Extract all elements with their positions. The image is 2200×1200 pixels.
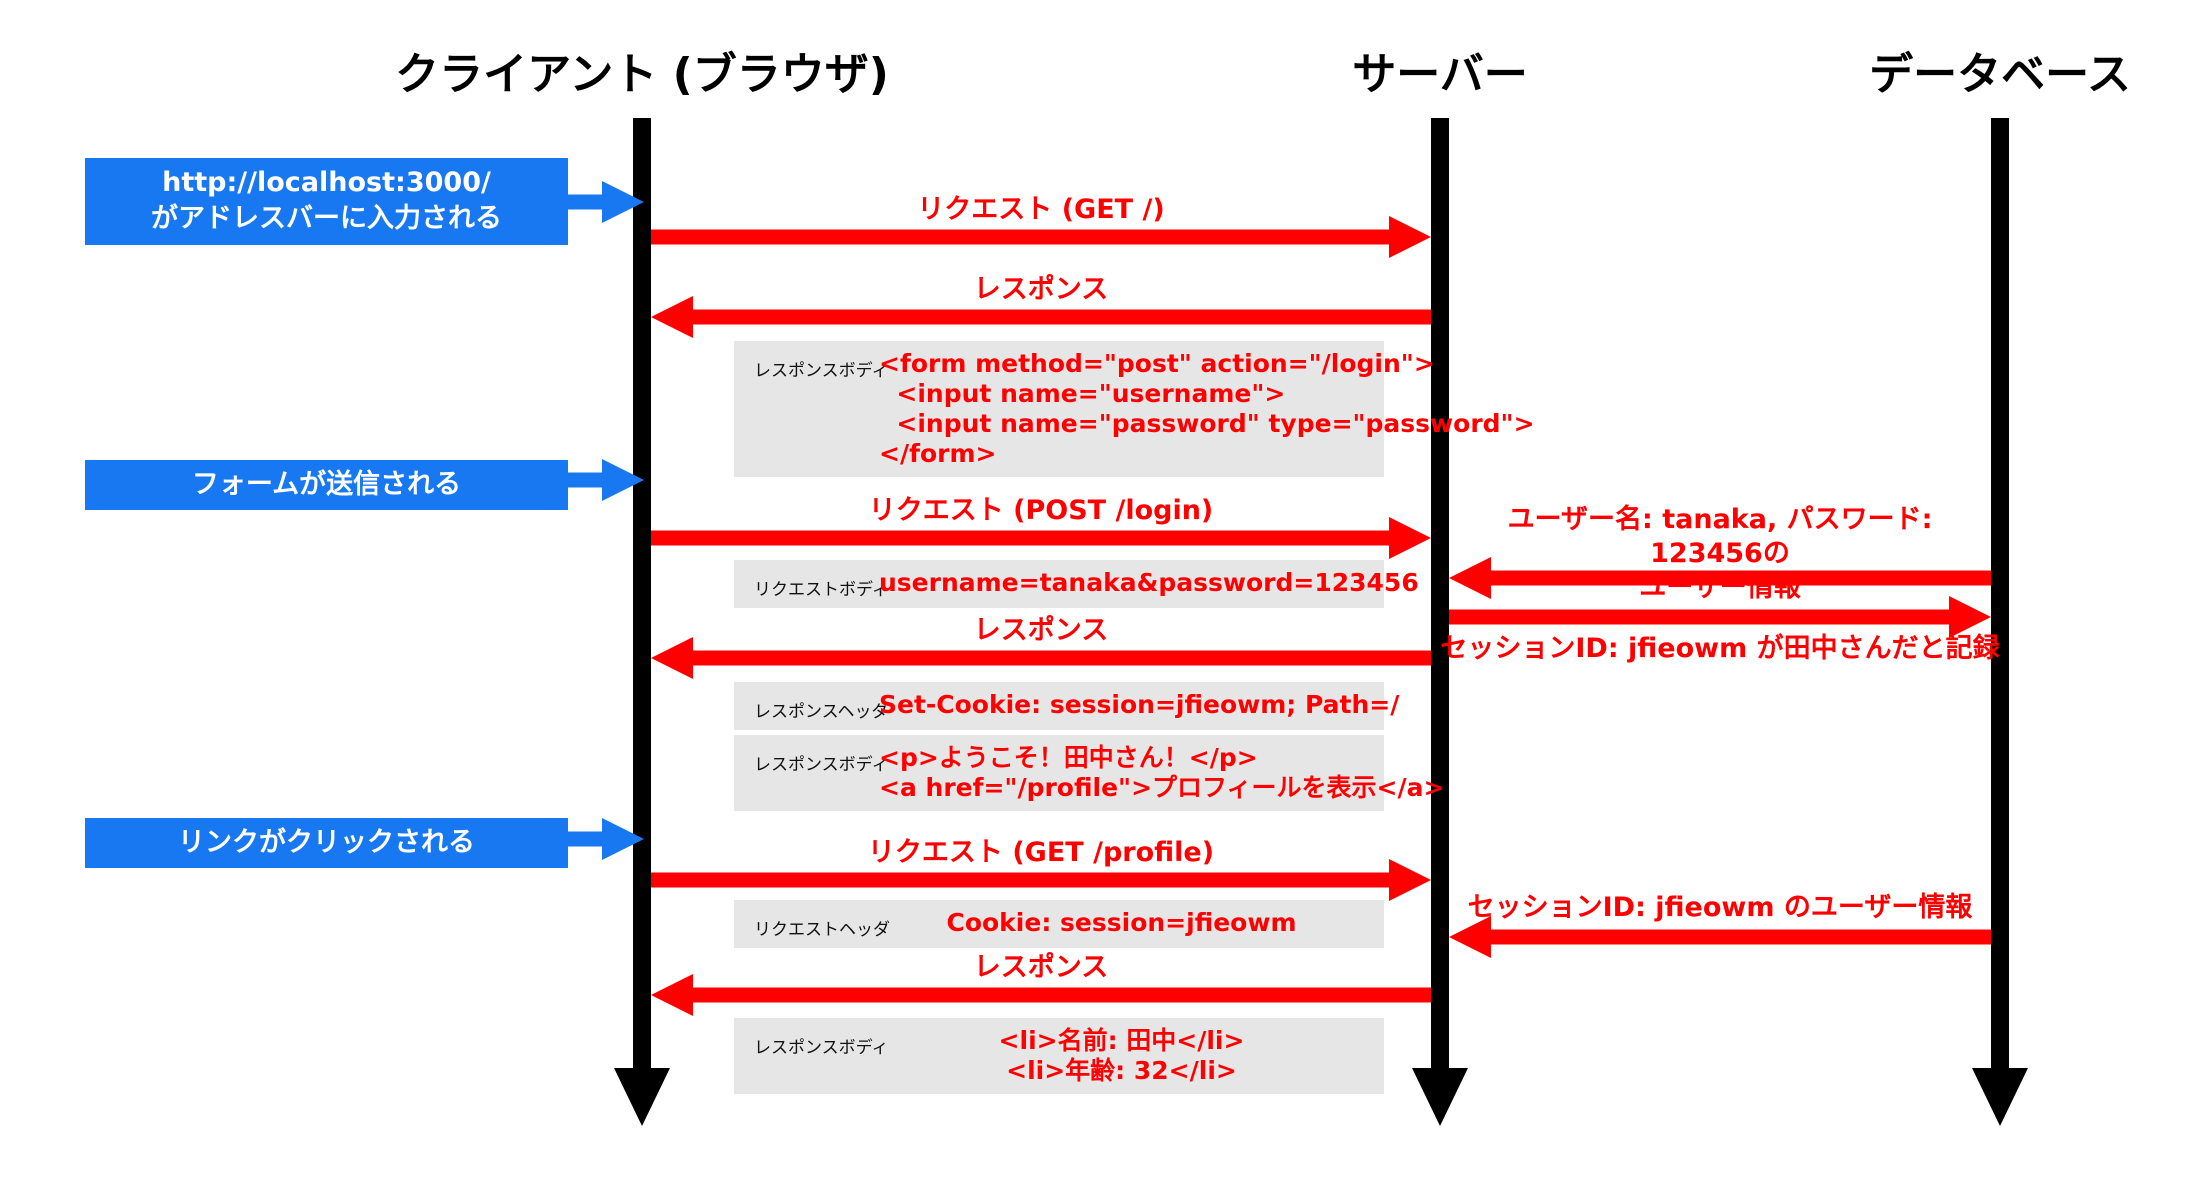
arrow-db-session-lookup-icon (1449, 916, 1991, 958)
event-arrow-icon (566, 459, 644, 501)
event-link-click: リンクがクリックされる (85, 818, 568, 869)
actor-label-server: サーバー (1352, 49, 1528, 100)
payload-login-form: レスポンスボディ <form method="post" action="/lo… (734, 341, 1535, 477)
message-label-response-login: レスポンス (973, 615, 1109, 646)
actor-label-client: クライアント (ブラウザ) (395, 49, 889, 100)
payload-code: <form method="post" action="/login"> <in… (879, 349, 1535, 468)
arrow-request-get-profile-icon (651, 859, 1431, 901)
arrow-response-login-icon (651, 637, 1431, 679)
payload-cookie-header: リクエストヘッダ Cookie: session=jfieowm (734, 900, 1384, 948)
server-lifeline-arrow-icon (1412, 1068, 1468, 1126)
client-lifeline-arrow-icon (614, 1068, 670, 1126)
message-label-request-get-profile: リクエスト (GET /profile) (867, 837, 1215, 868)
database-lifeline-arrow-icon (1972, 1068, 2028, 1126)
actor-label-database: データベース (1869, 49, 2131, 100)
payload-label: リクエストボディ (754, 580, 889, 600)
payload-welcome-body: レスポンスボディ <p>ようこそ！田中さん！</p> <a href="/pro… (734, 735, 1444, 811)
payload-code: <p>ようこそ！田中さん！</p> <a href="/profile">プロフ… (879, 743, 1445, 802)
payload-label: レスポンスボディ (754, 755, 889, 775)
payload-label: レスポンスボディ (754, 1038, 889, 1058)
event-arrow-icon (566, 181, 644, 223)
arrow-db-session-record-icon (1449, 596, 1991, 638)
payload-label: リクエストヘッダ (754, 920, 890, 940)
arrow-db-user-info-icon (1449, 557, 1991, 599)
server-lifeline (1431, 118, 1449, 1070)
message-label-request-get-root: リクエスト (GET /) (917, 194, 1165, 225)
arrow-response-profile-icon (651, 974, 1431, 1016)
message-label-db-session-record: セッションID: jfieowm が田中さんだと記録 (1440, 633, 2000, 664)
message-label-response-root: レスポンス (973, 274, 1109, 305)
payload-label: レスポンスヘッダ (754, 702, 889, 722)
database-lifeline (1991, 118, 2009, 1070)
message-label-db-session-lookup: セッションID: jfieowm のユーザー情報 (1467, 892, 1973, 923)
payload-label: レスポンスボディ (754, 361, 889, 381)
event-arrow-icon (566, 818, 644, 860)
payload-code: <li>名前: 田中</li> <li>年齢: 32</li> (998, 1026, 1245, 1085)
event-form-submit: フォームが送信される (85, 460, 568, 511)
payload-set-cookie-header: レスポンスヘッダ Set-Cookie: session=jfieowm; Pa… (734, 682, 1399, 730)
client-lifeline (633, 118, 651, 1070)
payload-code: username=tanaka&password=123456 (879, 568, 1419, 597)
payload-code: Set-Cookie: session=jfieowm; Path=/ (879, 690, 1400, 719)
arrow-request-get-root-icon (651, 216, 1431, 258)
arrow-response-root-icon (651, 296, 1431, 338)
message-label-request-post-login: リクエスト (POST /login) (868, 495, 1214, 526)
message-label-response-profile: レスポンス (973, 952, 1109, 983)
payload-code: Cookie: session=jfieowm (946, 908, 1297, 937)
arrow-request-post-login-icon (651, 517, 1431, 559)
payload-login-request-body: リクエストボディ username=tanaka&password=123456 (734, 560, 1419, 608)
payload-profile-body: レスポンスボディ <li>名前: 田中</li> <li>年齢: 32</li> (734, 1018, 1384, 1094)
event-address-bar: http://localhost:3000/ がアドレスバーに入力される (85, 158, 568, 245)
